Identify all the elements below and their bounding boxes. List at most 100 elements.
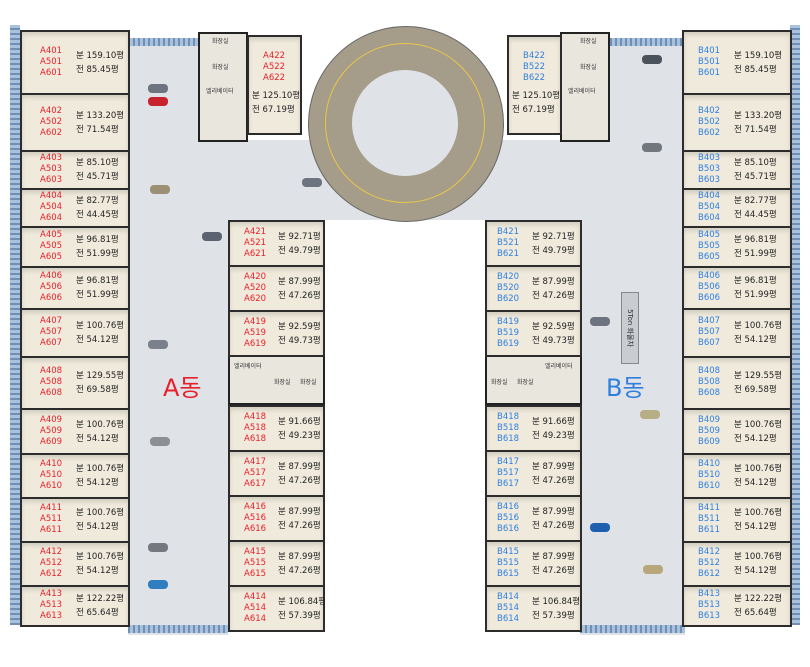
unit-number: A516 xyxy=(244,512,267,523)
unit-number: A617 xyxy=(244,478,267,489)
unit-number: B416 xyxy=(497,501,520,512)
unit-number: A421 xyxy=(244,226,267,237)
area-exclusive: 전 57.39평 xyxy=(532,610,575,621)
area-exclusive: 전 49.79평 xyxy=(532,245,575,256)
area-exclusive: 전 54.12평 xyxy=(734,335,777,345)
unit-number: A419 xyxy=(244,316,267,327)
area-exclusive: 전 44.45평 xyxy=(76,210,119,220)
unit-number: B403 xyxy=(698,153,721,163)
unit-number: B616 xyxy=(497,523,520,534)
area-exclusive: 전 49.79평 xyxy=(278,245,321,256)
facade-left xyxy=(10,25,20,625)
restroom-label: 화장실 xyxy=(580,64,597,71)
unit-number: A401 xyxy=(40,45,63,56)
ramp-center xyxy=(352,70,458,176)
unit-number: B419 xyxy=(497,316,520,327)
area-exclusive: 전 57.39평 xyxy=(278,610,321,621)
unit-number: B614 xyxy=(497,613,520,624)
area-supply: 분 100.76평 xyxy=(734,321,783,331)
area-supply: 분 87.99평 xyxy=(278,276,321,287)
unit-number: B608 xyxy=(698,388,721,398)
unit-number: A513 xyxy=(40,600,63,610)
car xyxy=(148,340,168,349)
unit-number: A411 xyxy=(40,503,63,513)
car xyxy=(148,97,168,106)
unit-number: A413 xyxy=(40,589,63,599)
area-exclusive: 전 54.12평 xyxy=(76,433,119,444)
unit-number: B406 xyxy=(698,271,721,281)
unit-number: B612 xyxy=(698,569,721,579)
unit-number: B414 xyxy=(497,591,520,602)
area-supply: 분 122.22평 xyxy=(734,594,783,604)
unit-number: B508 xyxy=(698,377,721,387)
unit-number: A618 xyxy=(244,433,267,444)
unit-number: A609 xyxy=(40,436,63,447)
area-supply: 분 82.77평 xyxy=(76,196,119,206)
area-exclusive: 전 47.26평 xyxy=(278,565,321,576)
unit-number: A608 xyxy=(40,388,63,398)
unit-number: A406 xyxy=(40,271,63,281)
unit-number: A606 xyxy=(40,293,63,303)
restroom-label: 화장실 xyxy=(491,379,508,386)
unit-number: A510 xyxy=(40,470,63,480)
area-supply: 분 87.99평 xyxy=(278,551,321,562)
car xyxy=(643,565,663,574)
